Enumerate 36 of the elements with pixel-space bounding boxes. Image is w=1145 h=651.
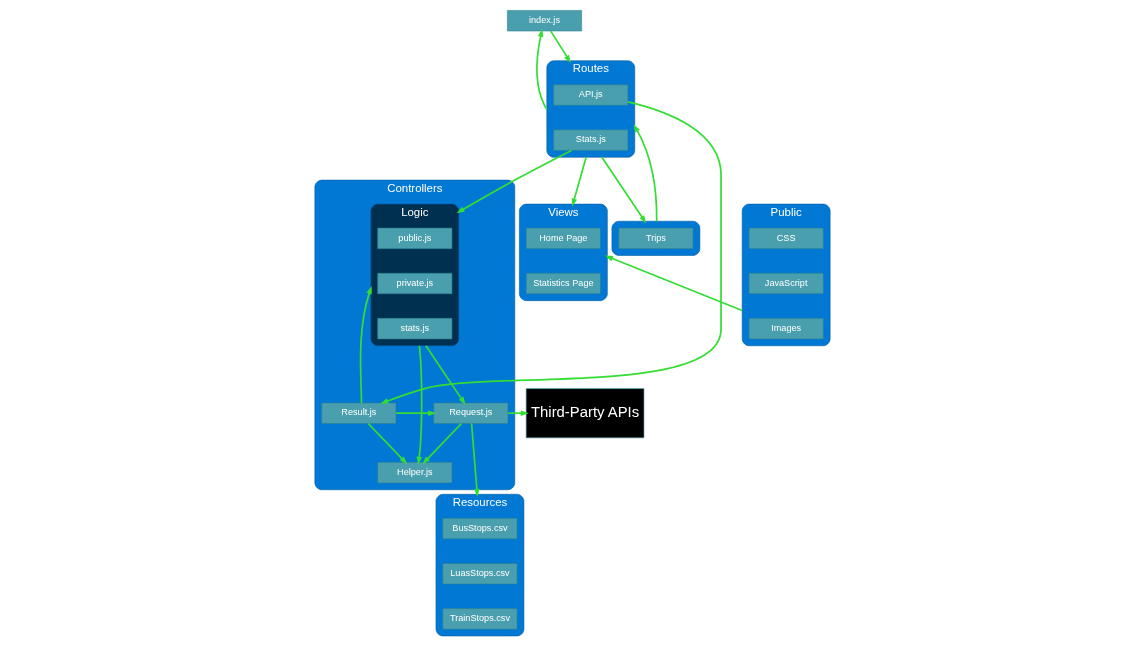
node-box: CSS (748, 227, 824, 249)
arrow (425, 344, 466, 405)
arrow (633, 124, 658, 223)
node-box: Result.js (321, 402, 397, 424)
arrow (416, 344, 423, 465)
arrow (470, 422, 480, 497)
arrow (422, 422, 463, 465)
node-box: stats.js (377, 318, 453, 340)
arrow (571, 156, 587, 207)
node-box: Home Page (525, 227, 601, 249)
arrow (359, 286, 372, 404)
node-box: private.js (377, 272, 453, 295)
node-box: JavaScript (748, 272, 824, 295)
node-box: API.js (553, 84, 629, 106)
node-box: TrainStops.csv (442, 608, 518, 630)
cluster (611, 220, 701, 256)
node-box: Trips (618, 227, 694, 249)
arrow (456, 149, 573, 214)
arrow (601, 156, 647, 224)
node-box: public.js (377, 227, 453, 249)
node-box: Request.js (433, 402, 509, 424)
node-box: Images (748, 318, 824, 340)
node-box: BusStops.csv (442, 518, 518, 540)
node-box: Third-Party APIs (525, 388, 645, 439)
arrow (395, 410, 437, 416)
arrow (549, 30, 571, 63)
arrow (536, 28, 548, 111)
node-box: Helper.js (377, 462, 453, 484)
node-box: Statistics Page (525, 272, 601, 295)
arrow (604, 255, 744, 312)
node-box: LuasStops.csv (442, 563, 518, 585)
arrow (380, 101, 722, 404)
arrow (507, 410, 529, 416)
node-box: index.js (507, 10, 582, 32)
node-box: Stats.js (553, 129, 629, 151)
arrow (367, 422, 408, 465)
